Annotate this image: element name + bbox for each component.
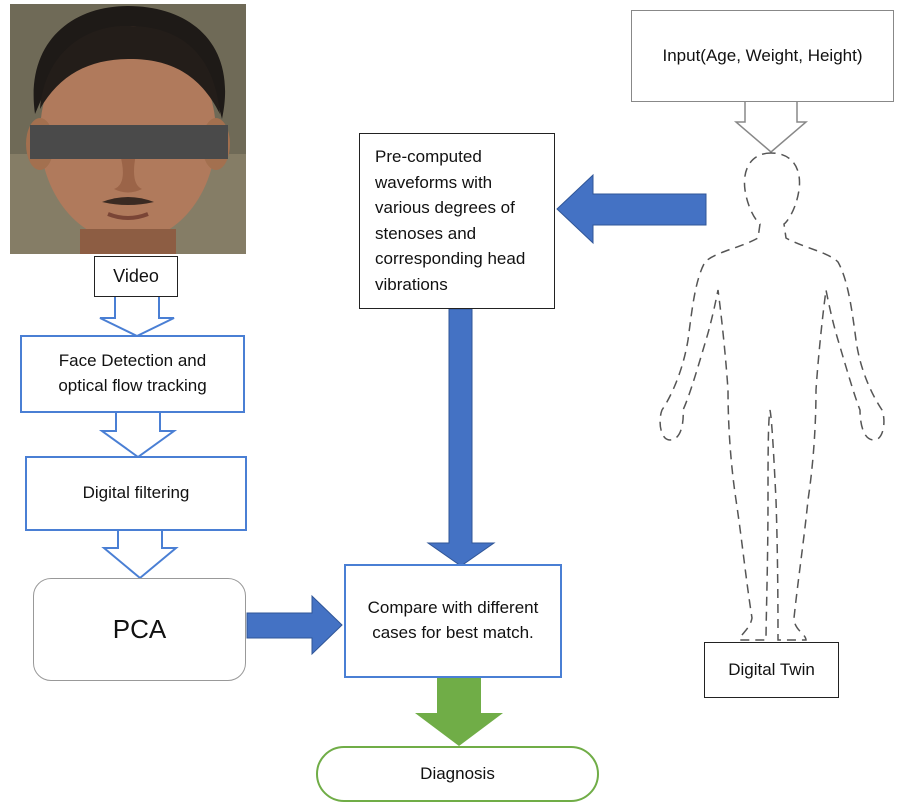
blue-arrow-pca-compare (246, 594, 343, 656)
digital-twin-label: Digital Twin (728, 659, 815, 679)
digital-twin-box: Digital Twin (704, 642, 839, 698)
precomputed-waveforms-box: Pre-computed waveforms with various degr… (359, 133, 555, 309)
pca-label: PCA (112, 613, 167, 644)
digital-filtering-box: Digital filtering (25, 456, 247, 531)
blue-arrow-down (426, 308, 496, 567)
diagnosis-label: Diagnosis (420, 763, 495, 783)
human-silhouette (659, 152, 885, 641)
hollow-arrow-3 (101, 531, 179, 580)
input-label: Input(Age, Weight, Height) (662, 45, 863, 65)
green-arrow-diagnosis (415, 678, 503, 746)
blue-arrow-left (556, 173, 707, 245)
face-detection-box: Face Detection and optical flow tracking (20, 335, 245, 413)
digital-filtering-label: Digital filtering (82, 483, 190, 503)
precomputed-waveforms-label: Pre-computed waveforms with various degr… (375, 147, 526, 294)
hollow-arrow-2 (98, 413, 178, 459)
hollow-arrow-input (733, 102, 809, 153)
diagnosis-box: Diagnosis (316, 746, 599, 802)
hollow-arrow-1 (99, 297, 175, 338)
video-label-box: Video (94, 256, 178, 297)
face-photo (10, 4, 246, 254)
pca-box: PCA (33, 578, 246, 681)
censor-bar (30, 125, 228, 159)
compare-label: Compare with different cases for best ma… (367, 598, 539, 642)
compare-box: Compare with different cases for best ma… (344, 564, 562, 678)
video-label: Video (113, 266, 159, 287)
face-detection-label: Face Detection and optical flow tracking (58, 351, 207, 395)
input-box: Input(Age, Weight, Height) (631, 10, 894, 102)
